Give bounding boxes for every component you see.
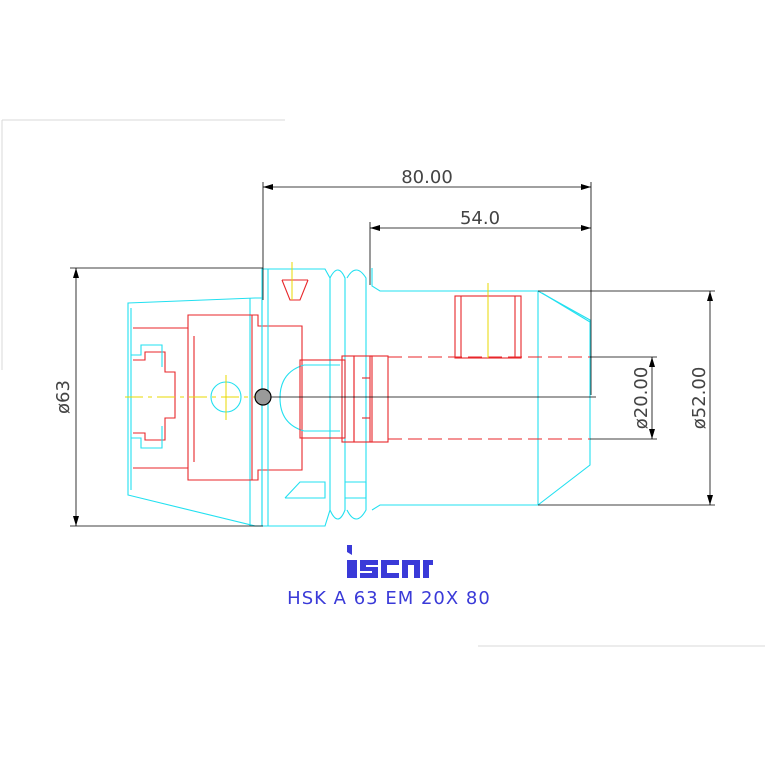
hsk-shank [127,297,303,527]
dimension-d63: ø63 [53,267,263,527]
drawing-frame [1,119,765,647]
end-mill-body [371,268,591,511]
datum-point [254,388,272,406]
dimension-80: 80.00 [262,167,592,395]
dimension-d20: ø20.00 [590,356,657,440]
model-label: HSK A 63 EM 20X 80 [287,588,491,609]
center-lines [125,262,596,420]
iscar-logo [347,545,433,578]
hsk-flange [261,268,367,527]
dimension-d52: ø52.00 [538,290,715,506]
dim-flange-diameter: ø63 [53,380,74,414]
dim-bore-diameter: ø20.00 [631,367,652,430]
dim-body-diameter: ø52.00 [689,367,710,430]
dim-overall-length: 80.00 [401,167,453,188]
center-bore [279,355,389,443]
dim-gauge-length: 54.0 [460,208,500,229]
dimension-54: 54.0 [369,208,591,285]
